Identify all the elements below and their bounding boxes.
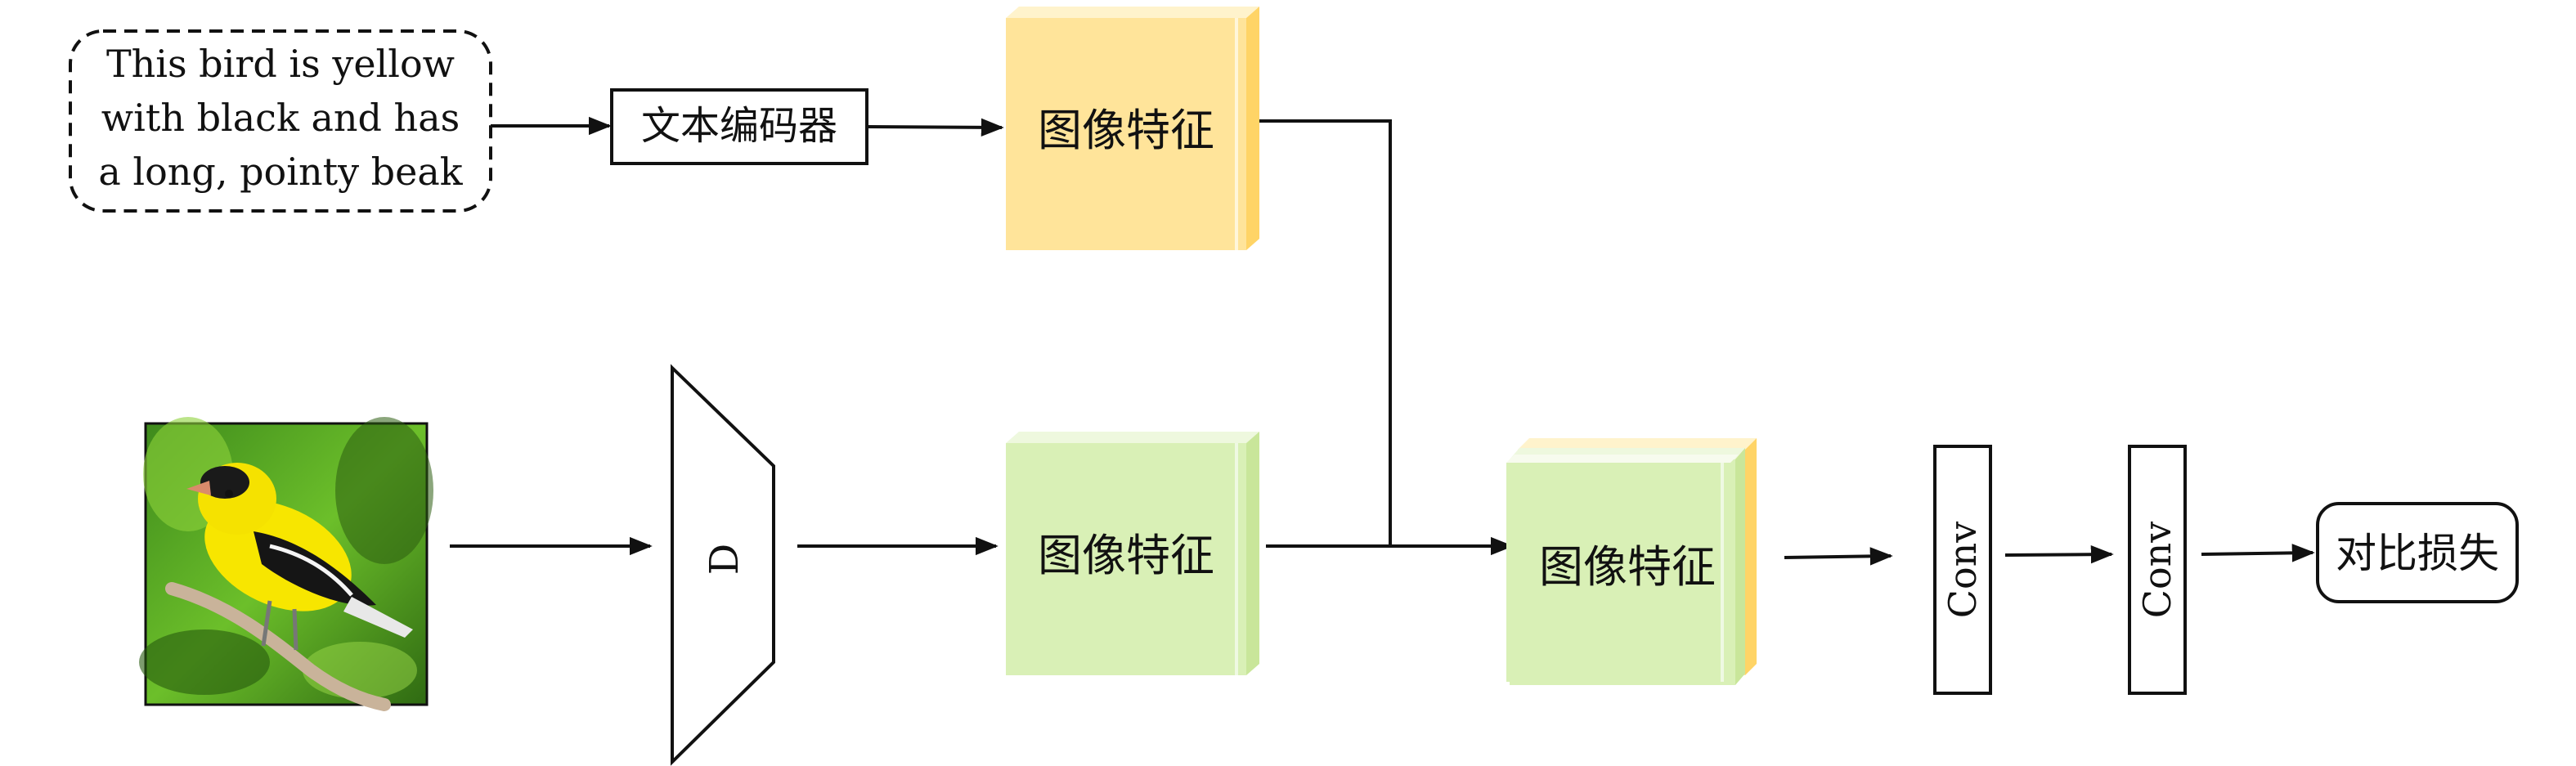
text-feature-label: 图像特征 [1038, 105, 1214, 156]
text-feature-block: 图像特征 [1006, 7, 1259, 250]
conv1-label: Conv [1941, 522, 1985, 619]
image-feature-block: 图像特征 [1006, 432, 1259, 675]
fused-feature-block: 图像特征 [1506, 438, 1757, 685]
bird-image [139, 417, 433, 711]
caption-line-3: a long, pointy beak [98, 150, 463, 194]
image-feature-label: 图像特征 [1038, 530, 1214, 581]
caption-line-2: with black and has [101, 96, 460, 140]
text-encoder-box: 文本编码器 [610, 88, 868, 165]
discriminator-block: D [671, 364, 775, 766]
caption-line-1: This bird is yellow [106, 42, 455, 86]
conv1-block: Conv [1933, 445, 1992, 695]
arrow-fused-to-conv1 [1784, 547, 1893, 566]
arrow-encoder-to-text-feature [866, 118, 1004, 137]
fused-feature-label: 图像特征 [1539, 541, 1716, 593]
text-encoder-label: 文本编码器 [641, 103, 837, 149]
connector-text-feature-down [1259, 119, 1392, 546]
conv2-block: Conv [2128, 445, 2187, 695]
contrastive-loss-label: 对比损失 [2336, 530, 2499, 577]
arrow-conv1-to-conv2 [2004, 544, 2114, 564]
arrow-conv2-to-loss [2201, 544, 2315, 562]
conv2-label: Conv [2135, 522, 2179, 619]
discriminator-label: D [702, 544, 747, 575]
caption-box: This bird is yellow with black and has a… [69, 29, 492, 213]
contrastive-loss-box: 对比损失 [2316, 502, 2519, 603]
